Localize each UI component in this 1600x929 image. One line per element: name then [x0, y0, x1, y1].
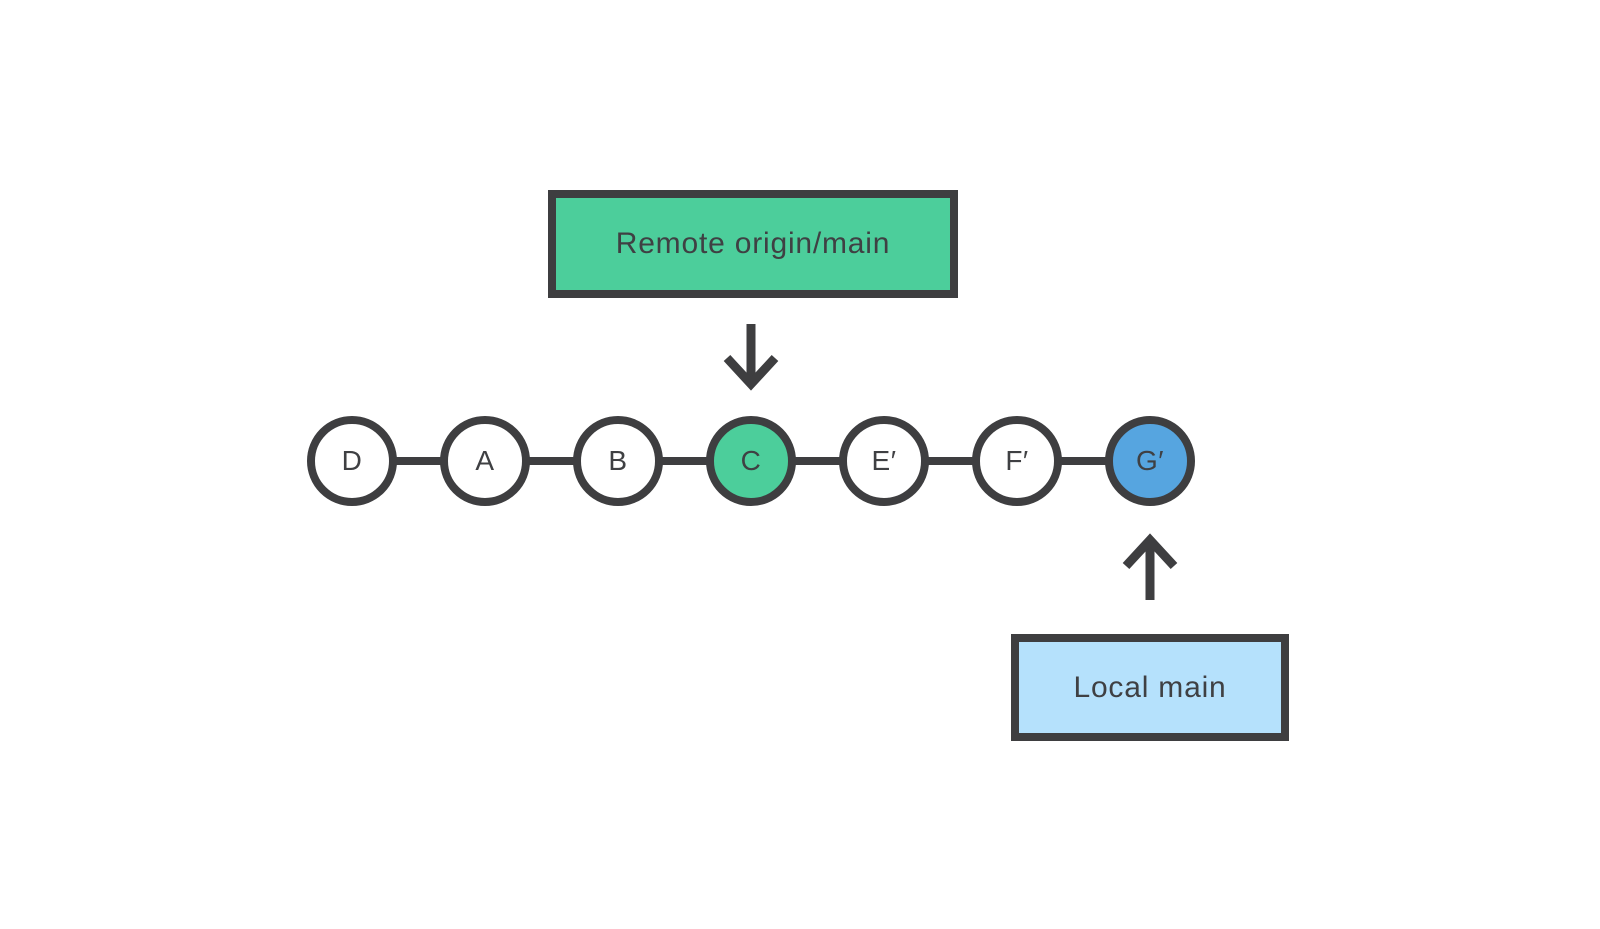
commit-label: F′ — [1005, 445, 1029, 476]
commit-label: G′ — [1135, 445, 1165, 476]
commit-node-c: C — [706, 416, 796, 506]
remote-branch-label: Remote origin/main — [615, 227, 891, 260]
commit-label: A — [475, 445, 495, 476]
local-branch-label: Local main — [1073, 670, 1227, 704]
commit-label: C — [740, 445, 762, 476]
local-branch-box: Local main — [1011, 634, 1289, 741]
commit-label: B — [608, 445, 628, 476]
arrow-up-icon — [1122, 533, 1178, 600]
commit-node-g-prime: G′ — [1105, 416, 1195, 506]
commit-label: E′ — [871, 445, 897, 476]
commit-node-a: A — [440, 416, 530, 506]
commit-node-e-prime: E′ — [839, 416, 929, 506]
arrow-down-icon — [723, 324, 779, 391]
remote-branch-box: Remote origin/main — [548, 190, 958, 298]
commit-node-b: B — [573, 416, 663, 506]
commit-node-d: D — [307, 416, 397, 506]
commit-node-f-prime: F′ — [972, 416, 1062, 506]
commit-label: D — [341, 445, 363, 476]
